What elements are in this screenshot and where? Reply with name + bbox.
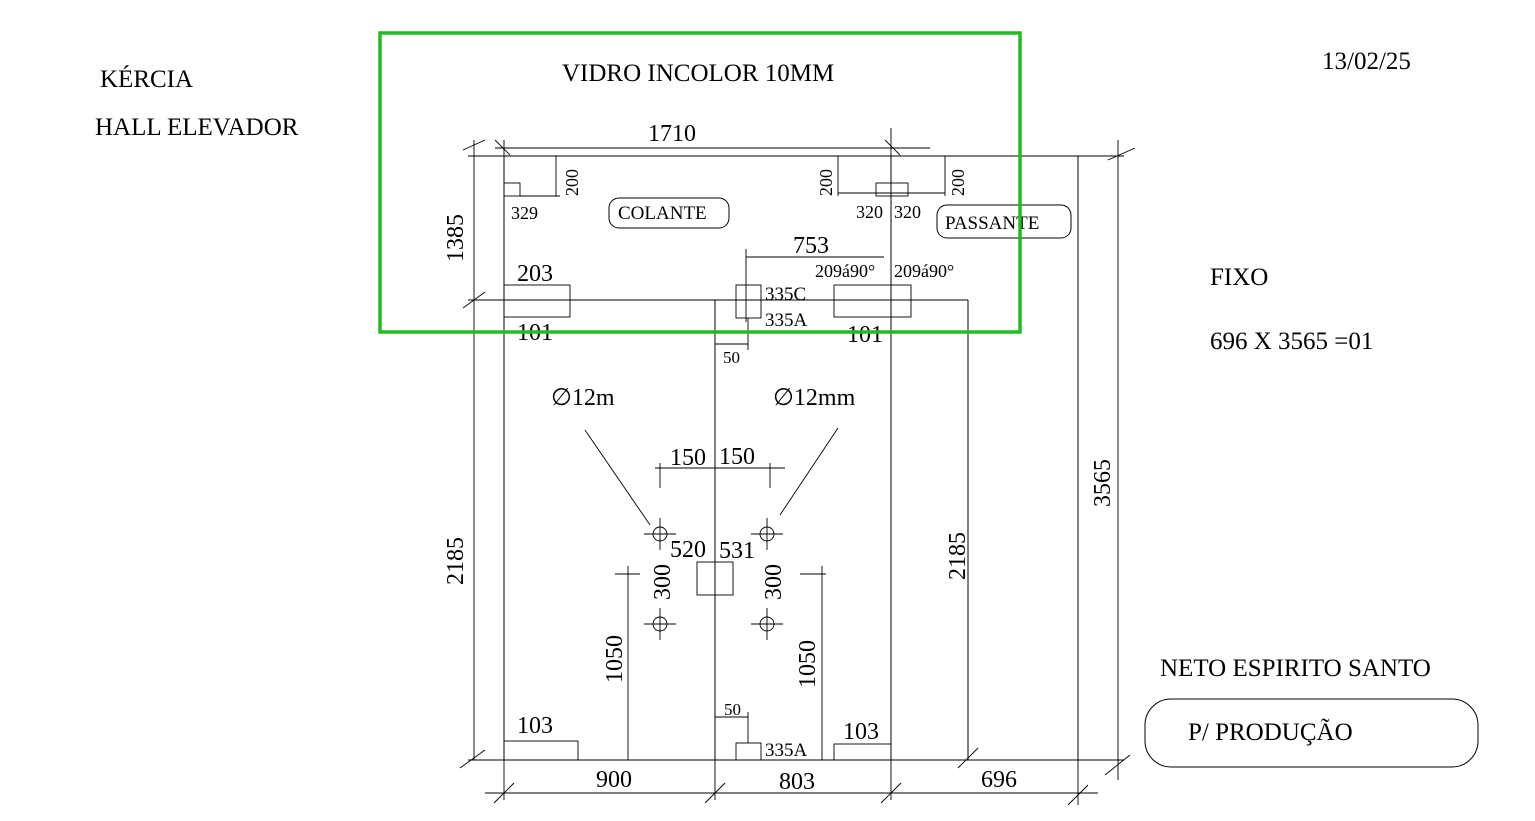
hw-101-right: 101	[833, 284, 912, 348]
tag-colante	[608, 197, 730, 229]
hw-335-top: 335C 335A 50	[715, 284, 808, 367]
status-stamp	[1144, 698, 1479, 768]
dim-753-label: 753	[793, 233, 829, 259]
dim-top-height-label: 1385	[443, 214, 469, 262]
hw-200-c-label: 200	[948, 169, 968, 196]
dim-top-width-label: 1710	[648, 121, 696, 147]
hole-left-label: ∅12m	[551, 385, 615, 411]
location-name: HALL ELEVADOR	[95, 114, 299, 141]
dim-top-width: 1710	[494, 121, 930, 156]
lock-520-531: 520 531	[670, 537, 755, 596]
holes	[644, 518, 783, 640]
hw-200-b-label: 200	[816, 169, 836, 196]
transom-outline	[503, 155, 1079, 761]
hw-50-bottom-label: 50	[724, 700, 741, 719]
dim-bottom: 900 803 696	[485, 747, 1098, 806]
drawing-date: 13/02/25	[1322, 48, 1411, 75]
dim-right-height-label: 2185	[945, 532, 971, 580]
hw-101-b-label: 101	[847, 322, 883, 348]
dim-bottom-left-label: 900	[596, 767, 632, 793]
hw-103-b-label: 103	[843, 719, 879, 745]
hw-335a-bottom-label: 335A	[765, 740, 808, 761]
panel-label: FIXO	[1210, 264, 1268, 291]
hole-left-leader	[584, 429, 651, 526]
hw-320-b-label: 320	[894, 202, 921, 222]
dim-1050-b-label: 1050	[795, 640, 821, 688]
dim-total-height-label: 3565	[1090, 459, 1116, 507]
tag-colante-label: COLANTE	[618, 203, 707, 224]
hole-right-label: ∅12mm	[773, 385, 856, 411]
tag-passante	[936, 204, 1072, 239]
hw-203-label: 203	[517, 261, 553, 287]
author-name: NETO ESPIRITO SANTO	[1160, 655, 1431, 682]
hw-329: 329 200	[503, 156, 582, 223]
dim-left: 1385 2185	[443, 139, 504, 769]
highlight-box	[378, 31, 1022, 334]
status-text: P/ PRODUÇÃO	[1188, 718, 1353, 746]
hw-520-label: 520	[670, 537, 706, 563]
hw-335a-top-label: 335A	[765, 310, 808, 331]
dim-300-a-label: 300	[650, 564, 676, 600]
glass-type: VIDRO INCOLOR 10MM	[562, 60, 834, 87]
client-name: KÉRCIA	[100, 65, 193, 93]
dim-right-total: 3565	[1078, 140, 1136, 780]
hw-103-a-label: 103	[517, 713, 553, 739]
hw-200-a-label: 200	[562, 169, 582, 196]
hw-320: 200 200 320 320	[816, 156, 968, 222]
hw-335-bottom: 50 335A	[715, 700, 808, 761]
hw-50-top-label: 50	[723, 348, 740, 367]
dim-left-height-label: 2185	[443, 537, 469, 585]
glass-outline	[503, 155, 1079, 761]
hw-531-label: 531	[719, 538, 755, 564]
panel-spec: 696 X 3565 =01	[1210, 328, 1373, 355]
hw-329-label: 329	[511, 203, 538, 223]
hw-335c-label: 335C	[765, 284, 806, 305]
dim-1050-a-label: 1050	[602, 635, 628, 683]
dim-150-b-label: 150	[719, 444, 755, 470]
dim-753: 753 209á90° 209á90°	[745, 233, 954, 322]
dim-bottom-right-label: 696	[981, 767, 1017, 793]
hw-103: 103 103	[503, 713, 892, 761]
dim-300-b-label: 300	[761, 564, 787, 600]
angle-b-label: 209á90°	[894, 261, 954, 281]
tag-passante-label: PASSANTE	[945, 213, 1039, 234]
angle-a-label: 209á90°	[815, 261, 875, 281]
hole-right-leader	[779, 427, 839, 516]
dim-150-a-label: 150	[670, 445, 706, 471]
hw-320-a-label: 320	[856, 202, 883, 222]
dim-150: 150 150	[655, 444, 785, 488]
dim-1050: 1050 1050	[602, 566, 826, 760]
dim-bottom-mid-label: 803	[779, 769, 815, 795]
